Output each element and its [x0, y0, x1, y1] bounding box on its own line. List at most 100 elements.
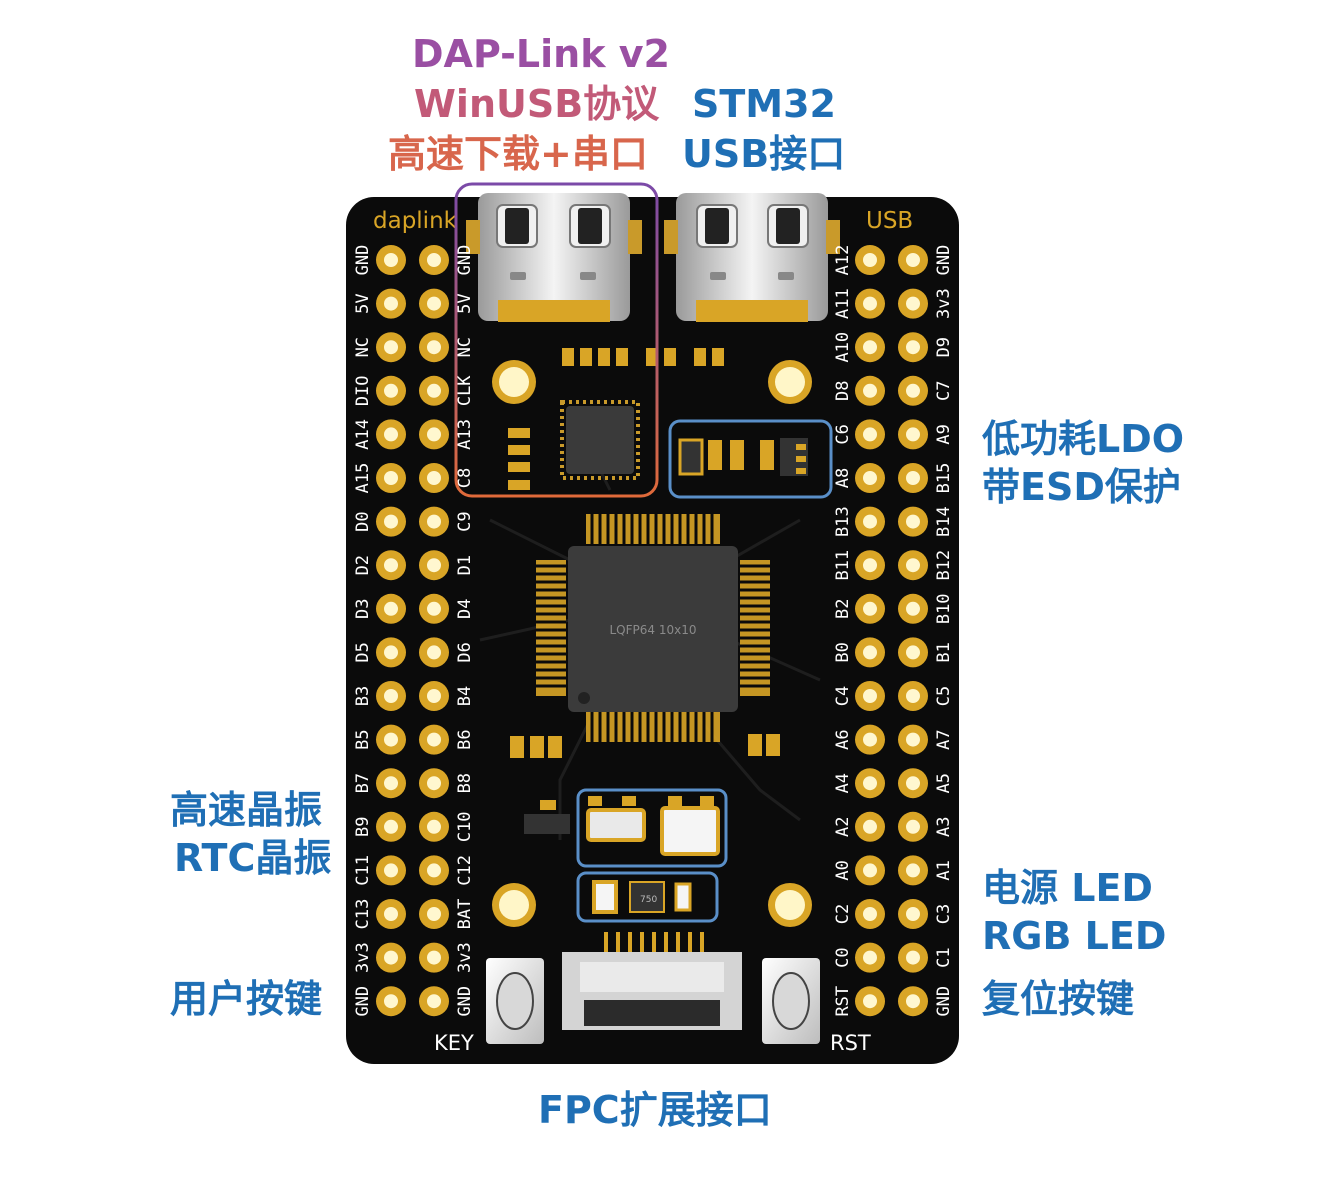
- pin-label: B0: [833, 642, 853, 662]
- header-pad-hole: [863, 253, 877, 267]
- daplink-frame: [454, 182, 659, 498]
- header-pad-hole: [384, 863, 398, 878]
- pin-label: D0: [353, 511, 373, 531]
- header-pad-hole: [906, 863, 920, 878]
- pin-label: C6: [833, 424, 853, 444]
- pin-label: B5: [353, 729, 373, 749]
- pin-label: A11: [833, 288, 853, 319]
- pin-label: DIO: [353, 375, 373, 406]
- header-pad-hole: [906, 296, 920, 311]
- pin-label: NC: [455, 337, 475, 357]
- header-pad-hole: [384, 819, 398, 834]
- pin-label: A8: [833, 468, 853, 488]
- header-pad-hole: [384, 427, 398, 442]
- pin-label: B2: [833, 599, 853, 619]
- header-pad-hole: [906, 907, 920, 921]
- pin-label: GND: [455, 986, 475, 1017]
- header-pad-hole: [863, 994, 877, 1009]
- header-pad-hole: [427, 689, 441, 703]
- header-pad-hole: [427, 383, 441, 398]
- pin-label: GND: [934, 986, 954, 1017]
- pin-label: B6: [455, 729, 475, 749]
- pin-label: C0: [833, 947, 853, 967]
- pin-label: B12: [934, 550, 954, 581]
- crystal-label-line1: 高速晶振: [170, 788, 323, 832]
- pin-label: 5V: [455, 293, 475, 313]
- header-pad-hole: [863, 558, 877, 573]
- header-pad-hole: [384, 296, 398, 311]
- daplink-title-line2: WinUSB协议: [414, 82, 660, 126]
- pin-label: A14: [353, 419, 373, 450]
- header-pad-hole: [906, 994, 920, 1009]
- silk-rst: RST: [830, 1031, 871, 1055]
- header-pad-hole: [384, 558, 398, 573]
- user-key-button: [486, 958, 544, 1044]
- led-resistor-label: 750: [640, 895, 657, 905]
- pin-label: A9: [934, 424, 954, 444]
- pin-label: 5V: [353, 293, 373, 313]
- header-pad-hole: [906, 427, 920, 442]
- header-pad-hole: [863, 471, 877, 485]
- header-pad-hole: [906, 732, 920, 747]
- pin-label: C10: [455, 811, 475, 842]
- pin-label: D4: [455, 599, 475, 619]
- pin-label: A1: [934, 860, 954, 880]
- pin-label: C2: [833, 904, 853, 924]
- header-pad-hole: [863, 689, 877, 703]
- header-pad-hole: [427, 863, 441, 878]
- pin-label: D6: [455, 642, 475, 662]
- stm32-usb-label-line1: STM32: [692, 82, 836, 126]
- pin-label: GND: [934, 245, 954, 276]
- header-pad-hole: [384, 994, 398, 1009]
- header-pad-hole: [427, 776, 441, 791]
- led-frame: [576, 871, 719, 923]
- header-pad-hole: [384, 689, 398, 703]
- header-pad-hole: [906, 689, 920, 703]
- header-pad-hole: [863, 732, 877, 747]
- header-pad-hole: [863, 863, 877, 878]
- header-pad-hole: [427, 471, 441, 485]
- pin-label: RST: [833, 986, 853, 1017]
- silk-usb: USB: [866, 208, 913, 234]
- pin-label: BAT: [455, 899, 475, 930]
- header-pad-hole: [427, 558, 441, 573]
- header-pad-hole: [384, 950, 398, 965]
- header-pad-hole: [384, 907, 398, 921]
- header-pad-hole: [906, 819, 920, 834]
- pin-label: D5: [353, 642, 373, 662]
- leds: 750: [592, 880, 692, 914]
- pin-label: D1: [455, 555, 475, 575]
- pin-label: A13: [455, 419, 475, 450]
- main-mcu-lqfp64: LQFP64 10x10: [536, 514, 770, 742]
- header-pad-hole: [906, 253, 920, 267]
- header-pad-hole: [906, 645, 920, 660]
- header-pad-hole: [427, 732, 441, 747]
- pin-label: C7: [934, 381, 954, 401]
- crystal-frame: [576, 788, 728, 868]
- header-pad-hole: [427, 645, 441, 660]
- pin-pads: [376, 245, 928, 1017]
- pin-label: C11: [353, 855, 373, 886]
- pin-label: D9: [934, 337, 954, 357]
- pin-label: A3: [934, 817, 954, 837]
- ldo-frame: [668, 419, 833, 499]
- header-pad-hole: [906, 558, 920, 573]
- header-pad-hole: [384, 514, 398, 529]
- header-pad-hole: [906, 601, 920, 616]
- pin-label: B15: [934, 463, 954, 494]
- header-pad-hole: [863, 296, 877, 311]
- pin-label: B8: [455, 773, 475, 793]
- pin-label: B10: [934, 593, 954, 624]
- header-pad-hole: [384, 471, 398, 485]
- reset-key-label: 复位按键: [982, 977, 1135, 1021]
- header-pad-hole: [863, 514, 877, 529]
- pin-label: A2: [833, 817, 853, 837]
- header-pad-hole: [384, 601, 398, 616]
- pin-label: 3v3: [455, 942, 475, 973]
- pin-label: A15: [353, 463, 373, 494]
- ldo-label-line2: 带ESD保护: [982, 465, 1181, 509]
- silk-daplink: daplink: [373, 208, 458, 234]
- pin-label: C13: [353, 899, 373, 930]
- header-pad-hole: [863, 427, 877, 442]
- pin-label: A12: [833, 245, 853, 276]
